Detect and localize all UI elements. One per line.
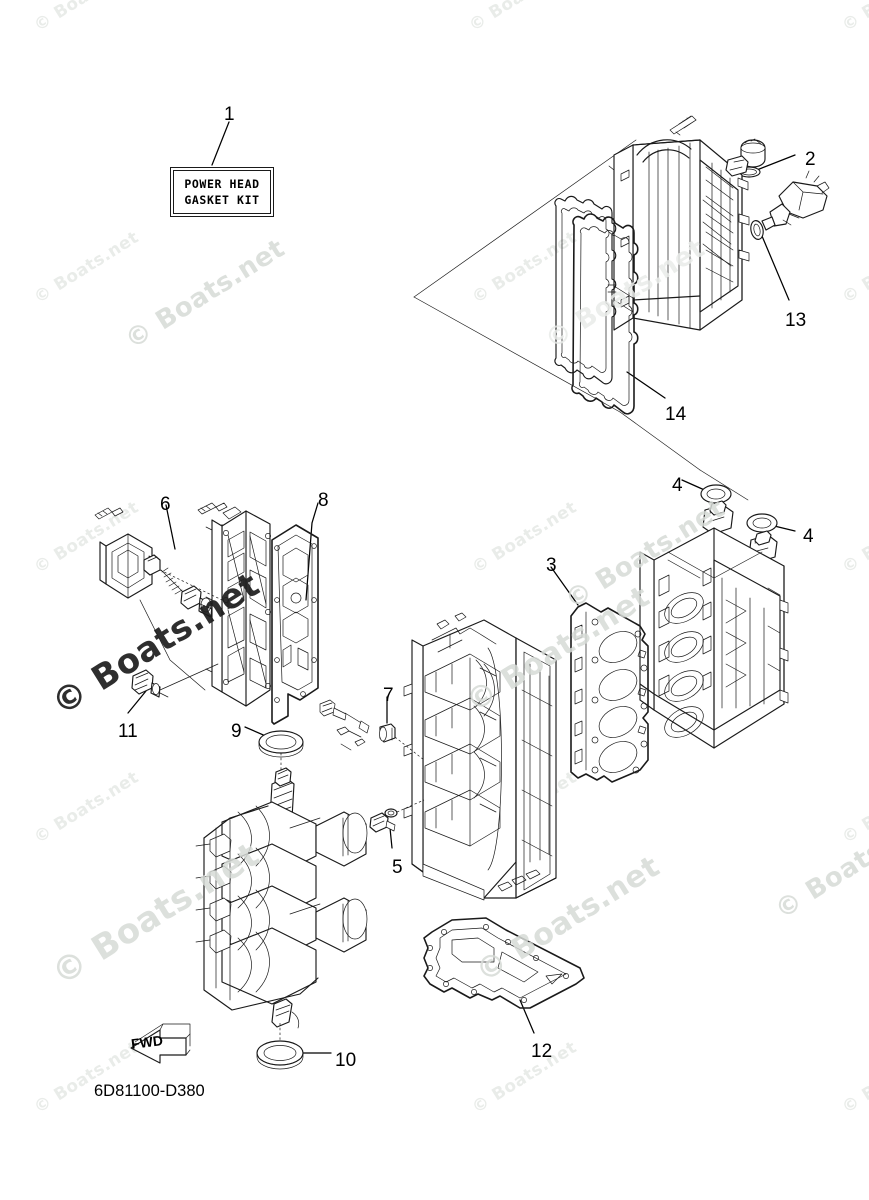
- oil-pressure-sensor: [761, 170, 830, 231]
- bolt-washer-5: [369, 799, 425, 833]
- camshaft-oil-seal-a: [700, 484, 732, 504]
- drain-plug-11: [131, 663, 219, 698]
- exhaust-cover-gasket: [423, 917, 585, 1009]
- callout-o-ring-sensor: 13: [785, 310, 807, 331]
- callout-valve-cover-gasket: 14: [665, 404, 687, 425]
- kit-bracket: [413, 139, 749, 501]
- power-head-gasket-kit-label: POWER HEAD GASKET KIT: [170, 167, 274, 217]
- callout-crankshaft-oil-seal-lower: 10: [335, 1050, 357, 1071]
- camshaft-oil-seal-b: [746, 513, 778, 533]
- bearing-caps: [195, 833, 232, 954]
- diagram-code: 6D81100-D380: [94, 1082, 205, 1100]
- kit-label-line-2: GASKET KIT: [184, 193, 260, 207]
- callout-bolt-washer: 5: [392, 857, 403, 878]
- callout-power-head-gasket-kit: 1: [224, 104, 235, 125]
- crankcase: [403, 612, 557, 901]
- crank-lobes: [221, 801, 317, 1005]
- thermostat-housing: [94, 502, 228, 691]
- valve-cover: [608, 115, 750, 331]
- callout-intake-manifold-gasket: 8: [318, 490, 329, 511]
- cylinder-head-gasket: [570, 602, 649, 783]
- callout-camshaft-oil-seal: 4: [803, 526, 814, 547]
- callout-exhaust-cover-gasket: 12: [531, 1041, 553, 1062]
- callout-oil-filler-cap: 2: [805, 149, 816, 170]
- crankshaft-assembly: [195, 767, 368, 1029]
- intake-manifold-gasket: [271, 524, 319, 725]
- spring: [160, 567, 184, 595]
- crankshaft-oil-seal-lower: [256, 1023, 304, 1070]
- callout-camshaft-oil-seal: 4: [672, 475, 683, 496]
- grommet-7: [379, 723, 396, 743]
- fwd-arrow: [130, 1023, 191, 1064]
- leader-lines: [127, 121, 796, 1054]
- callout-drain-plug-gasket: 11: [118, 721, 138, 742]
- fitting-assembly-center: [319, 699, 425, 761]
- callout-thermostat-gasket: 6: [160, 494, 171, 515]
- kit-label-line-1: POWER HEAD: [184, 177, 260, 191]
- valve-cover-gasket: [554, 195, 639, 415]
- callout-cylinder-head-gasket: 3: [546, 555, 557, 576]
- combustion-chambers: [664, 592, 704, 738]
- o-ring-13: [750, 220, 764, 240]
- cylinder-head: [639, 500, 789, 749]
- intake-manifold-cover: [205, 506, 271, 707]
- callout-crankshaft-oil-seal-upper: 9: [231, 721, 242, 742]
- crank-webs: [424, 653, 501, 847]
- pistons: [289, 811, 368, 953]
- crankshaft-oil-seal-upper: [258, 730, 304, 775]
- callout-grommet: 7: [383, 685, 394, 706]
- cover-bolt: [669, 115, 697, 136]
